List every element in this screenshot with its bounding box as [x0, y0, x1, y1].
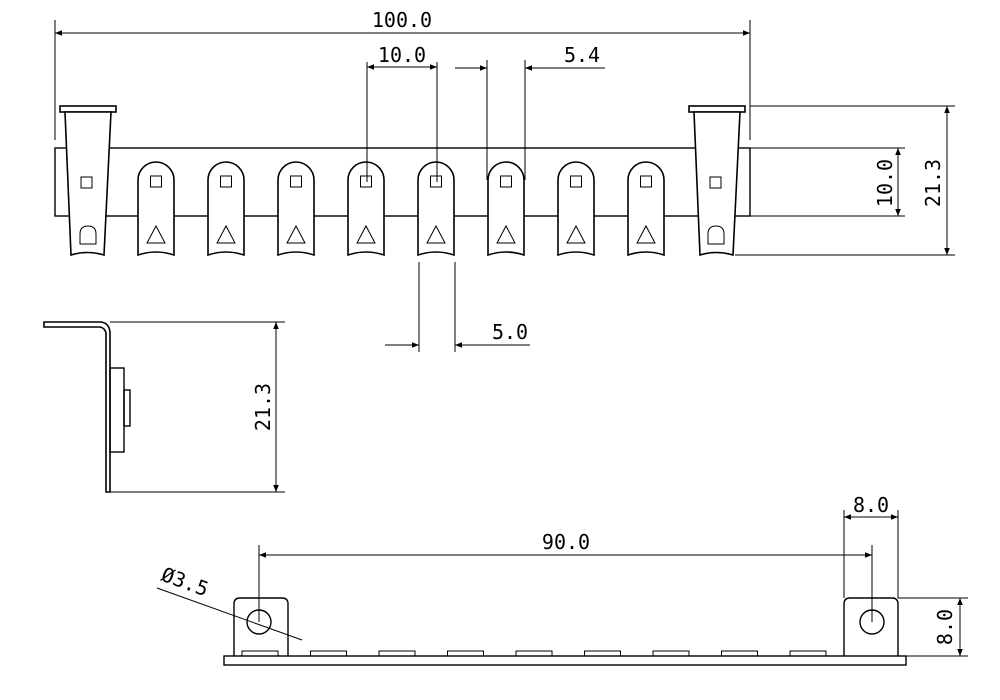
tab-square-hole	[220, 175, 232, 188]
tab-triangle-mark	[146, 224, 166, 244]
tab-square-hole	[640, 175, 652, 188]
dim-tab-gap: 5.4	[455, 43, 605, 180]
dim-pitch: 10.0	[366, 43, 438, 182]
hole-diameter-label: Ø3.5	[158, 562, 211, 601]
tab-square-hole	[500, 175, 512, 188]
contact-pad	[789, 650, 827, 657]
dim-foot-height: 8.0	[898, 597, 968, 657]
tab-triangle-mark	[426, 224, 446, 244]
tab-gap-label: 5.4	[564, 43, 600, 67]
pad-row	[241, 650, 827, 657]
tab-width-label: 5.0	[492, 320, 528, 344]
side-profile	[43, 321, 111, 493]
overall-length-label: 100.0	[372, 8, 432, 32]
side-view: 21.3	[43, 321, 285, 493]
contact-pad	[515, 650, 553, 657]
dim-overall-length: 100.0	[54, 8, 751, 140]
total-height-label: 21.3	[921, 159, 945, 207]
tab-height-label: 10.0	[873, 159, 897, 207]
contact-pad	[721, 650, 758, 657]
contact-pad	[310, 650, 347, 657]
contact-pad	[378, 650, 416, 657]
dim-tab-width: 5.0	[385, 262, 530, 352]
contact-pad	[241, 650, 279, 657]
dim-total-height: 21.3	[735, 105, 955, 256]
tab	[137, 161, 175, 257]
dim-hole-diameter: Ø3.5	[156, 562, 303, 641]
base-strip	[223, 655, 907, 666]
tab-triangle-mark	[286, 224, 306, 244]
contact-pad	[652, 650, 690, 657]
tab-square-hole	[150, 175, 162, 188]
foot-height-label: 8.0	[933, 609, 957, 645]
tab-triangle-mark	[356, 224, 376, 244]
left-mounting-foot	[233, 597, 289, 656]
pitch-label: 10.0	[378, 43, 426, 67]
left-end-post	[59, 105, 117, 257]
tab	[417, 161, 455, 257]
side-height-label: 21.3	[251, 383, 275, 431]
tab-square-hole	[430, 175, 442, 188]
tab	[557, 161, 595, 257]
side-boss	[109, 367, 125, 453]
contact-pad	[584, 650, 621, 657]
right-end-post	[688, 105, 746, 257]
tab	[347, 161, 385, 257]
foot-width-label: 8.0	[853, 493, 889, 517]
tab-row	[137, 161, 665, 257]
contact-pad	[447, 650, 484, 657]
tab-triangle-mark	[636, 224, 656, 244]
hole-spacing-label: 90.0	[542, 530, 590, 554]
tab-square-hole	[290, 175, 302, 188]
tab	[487, 161, 525, 257]
strip-body	[54, 147, 751, 217]
tab-triangle-mark	[496, 224, 516, 244]
tab-square-hole	[570, 175, 582, 188]
front-view: 100.0 10.0 5.4 5.0	[54, 8, 955, 352]
tab	[627, 161, 665, 257]
tab	[277, 161, 315, 257]
dim-foot-width: 8.0	[843, 493, 899, 598]
tab	[207, 161, 245, 257]
bottom-view: 90.0 8.0 8.0 Ø3.5	[156, 493, 968, 666]
tab-triangle-mark	[216, 224, 236, 244]
dim-hole-spacing: 90.0	[258, 530, 873, 622]
tab-triangle-mark	[566, 224, 586, 244]
dim-tab-height: 10.0	[750, 147, 905, 217]
tab-square-hole	[360, 175, 372, 188]
side-nub	[123, 389, 131, 427]
right-mounting-foot	[843, 597, 899, 656]
